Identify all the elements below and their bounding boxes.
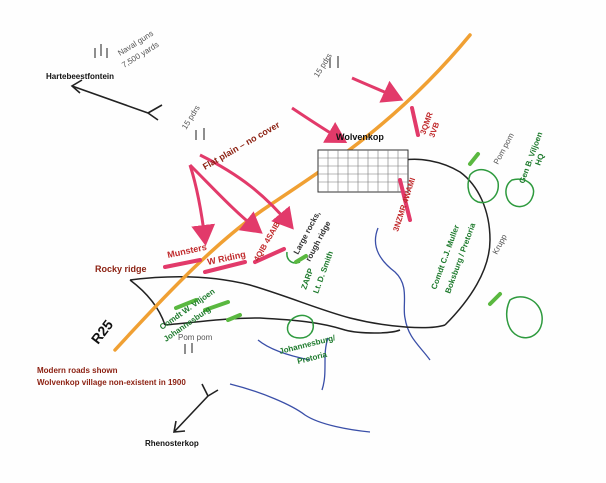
river-west [229,383,371,433]
arrow-centre [291,106,348,144]
position-ben-viljoen [505,178,535,208]
track-east [404,158,491,326]
label-hq: HQ [533,152,546,166]
arrow-4saib [199,153,294,230]
arrow-4qib [188,163,263,234]
road-r25 [113,33,472,352]
map-labels: Hartebeestfontein Rhenosterkop Wolvenkop… [37,29,546,448]
position-johannesburg-pretoria [286,314,314,339]
label-flat-plain: Flat plain – no cover [201,119,282,171]
label-r25: R25 [88,317,117,347]
arrow-munsters [188,164,216,246]
gun-15pdr-top-icon [329,56,339,68]
track-south [164,317,401,334]
boer-positions [286,168,543,339]
note-village-non-existent: Wolvenkop village non-existent in 1900 [37,378,186,387]
label-wolvenkop: Wolvenkop [336,132,384,142]
label-hartebeestfontein: Hartebeestfontein [46,72,114,81]
label-rocky-ridge: Rocky ridge [95,264,147,274]
label-15pdrs-left: 15 pdrs [180,104,202,131]
label-munsters: Munsters [166,242,207,260]
position-muller [467,168,499,204]
rivers [229,227,431,433]
river-central [374,227,431,361]
label-rhenosterkop: Rhenosterkop [145,439,199,448]
gun-pompom-bottom-icon [184,343,193,354]
british-lines [163,106,420,274]
label-krupp: Krupp [491,232,509,256]
river-south [257,339,311,361]
note-modern-roads: Modern roads shown [37,366,118,375]
direction-arrows [70,79,219,433]
arrow-to-hartebeestfontein [70,79,163,121]
position-east [505,296,543,339]
label-pom-pom-right: Pom pom [492,131,516,166]
advance-arrows [188,76,404,246]
label-pom-pom-bottom: Pom pom [178,333,213,342]
track-west-link [129,279,166,326]
gun-15pdr-left-icon [195,128,205,140]
river-bottom [321,337,329,391]
arrow-top [351,76,404,103]
boer-trenches [174,152,502,322]
gun-naval-icon [94,44,108,58]
wolvenkop-village [317,149,409,193]
arrow-to-rhenosterkop [173,383,219,433]
label-johannesburg-pretoria-2: Pretoria [296,350,328,366]
gun-marks [94,44,339,354]
